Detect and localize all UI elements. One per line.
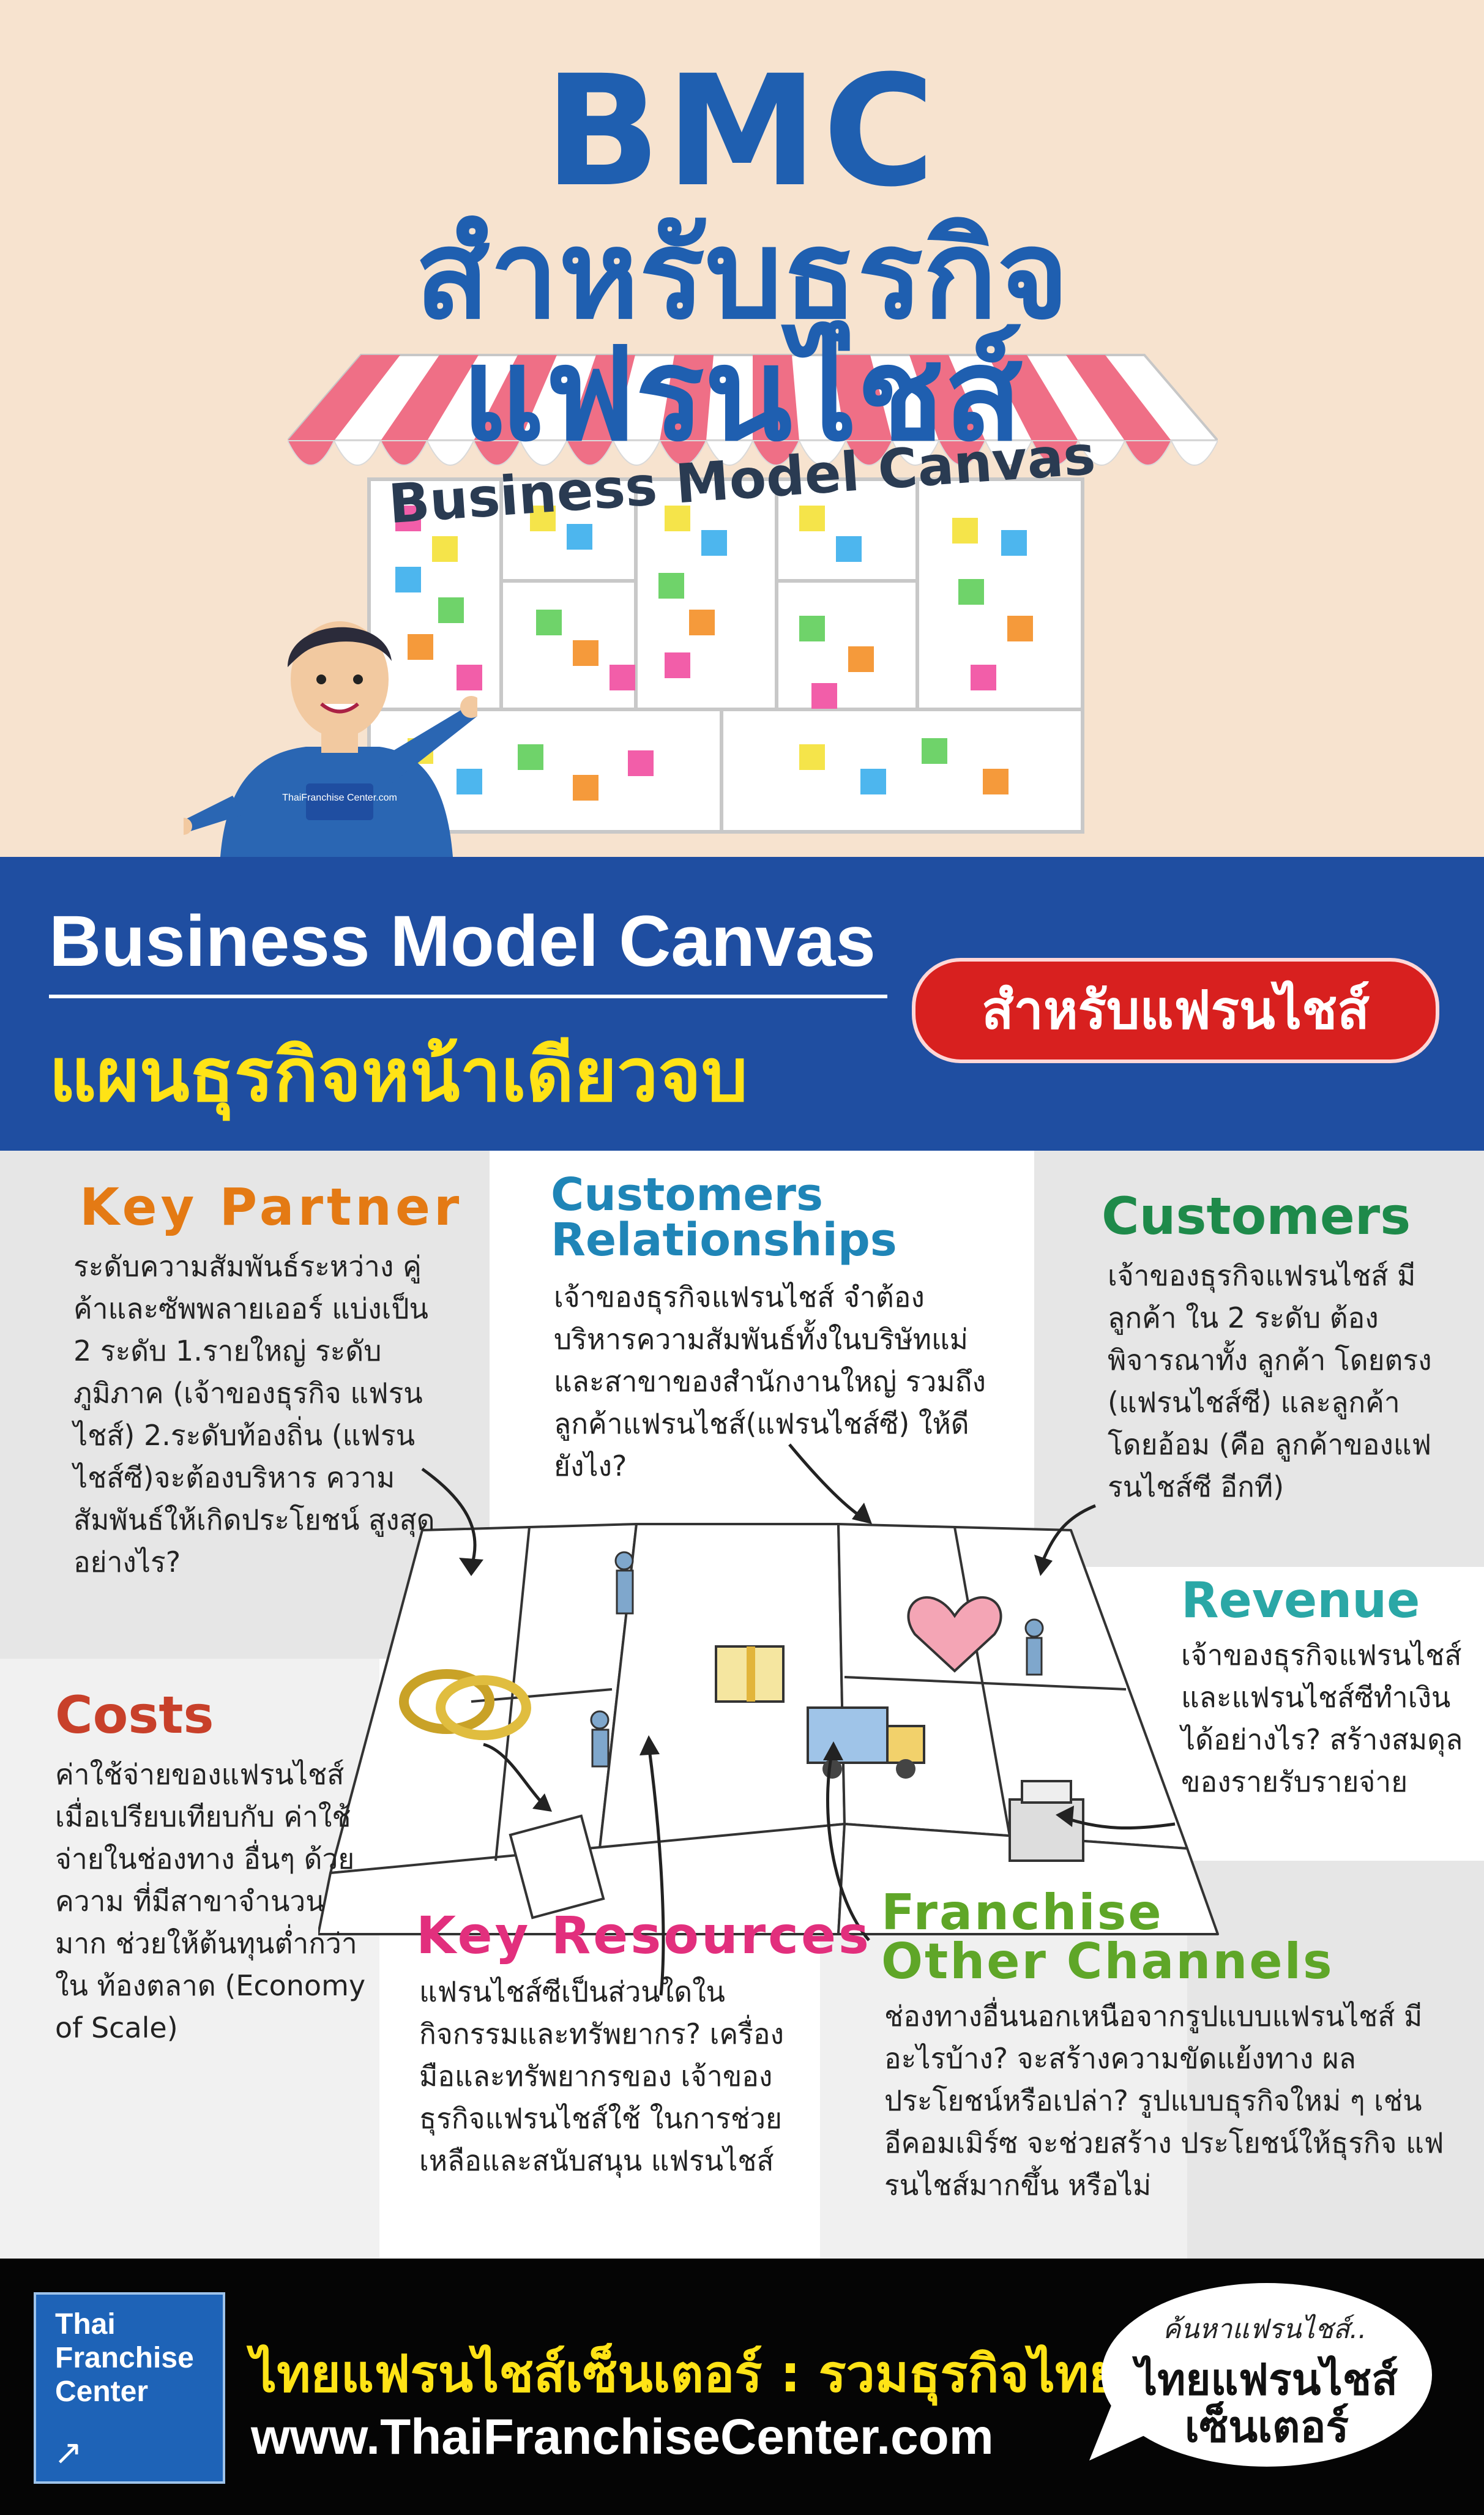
sticky-note — [628, 750, 654, 776]
costs-title: Costs — [55, 1685, 214, 1745]
franchise-channels-text: ช่องทางอื่นนอกเหนือจากรูปแบบแฟรนไชส์ มีอ… — [884, 2000, 1444, 2202]
presenter-illustration: ThaiFranchise Center.com — [184, 621, 477, 857]
sticky-note — [610, 665, 635, 690]
customers-relationships-title: Customers Relationships — [551, 1172, 897, 1263]
key-partner-text: ระดับความสัมพันธ์ระหว่าง คู่ค้าและซัพพลา… — [73, 1250, 435, 1579]
sticky-note — [432, 536, 458, 562]
sticky-note — [408, 634, 433, 660]
rings-icon — [399, 1669, 531, 1740]
sticky-note — [860, 769, 886, 794]
key-partner-panel — [0, 1151, 490, 1659]
sticky-note — [395, 506, 421, 531]
connector-arrows — [421, 1443, 1176, 1996]
delivery-truck-icon — [807, 1706, 925, 1779]
franchise-channels-title: Franchise Other Channels — [881, 1888, 1334, 1986]
heart-icon — [907, 1596, 1002, 1673]
franchise-channels-title-line1: Franchise — [881, 1884, 1163, 1941]
shirt-logo: ThaiFranchise Center.com — [282, 793, 397, 803]
bubble-brand-line1: ไทยแฟรนไชส์ — [1136, 2355, 1398, 2405]
sticky-note — [701, 530, 727, 556]
sticky-note — [573, 640, 598, 666]
thai-franchise-center-logo[interactable] — [34, 2292, 225, 2484]
sticky-note — [799, 616, 825, 641]
key-partner-title: Key Partner — [80, 1177, 463, 1237]
customers-relationships-title-line1: Customers — [551, 1168, 824, 1221]
canvas-sketch-illustration — [318, 1523, 1219, 1935]
sticky-note — [395, 567, 421, 592]
sticky-note — [958, 579, 984, 605]
logo-text-line3: Center — [55, 2375, 149, 2408]
sticky-note — [567, 524, 592, 550]
sticky-note — [799, 744, 825, 770]
franchise-pill-badge: สำหรับแฟรนไชส์ — [912, 958, 1439, 1063]
bubble-brand-text: ไทยแฟรนไชส์ เซ็นเตอร์ — [1132, 2356, 1401, 2451]
key-resources-text: แฟรนไชส์ซีเป็นส่วนใดใน กิจกรรมและทรัพยาก… — [419, 1975, 784, 2177]
customers-text: เจ้าของธุรกิจแฟรนไชส์ มีลูกค้า ใน 2 ระดั… — [1108, 1259, 1432, 1503]
hero-title-thai-2: แฟรนไชส์ — [461, 320, 1023, 469]
gift-box-icon — [715, 1645, 785, 1703]
sticky-note — [836, 536, 862, 562]
revenue-text: เจ้าของธุรกิจแฟรนไชส์ และแฟรนไชส์ซีทำเงิ… — [1181, 1639, 1463, 1798]
customers-title: Customers — [1102, 1186, 1411, 1246]
sticky-note — [811, 683, 837, 709]
footer-website-link[interactable]: www.ThaiFranchiseCenter.com — [251, 2409, 994, 2465]
sticky-note — [518, 744, 543, 770]
sticky-note — [457, 665, 482, 690]
sticky-note — [530, 506, 556, 531]
sticky-note — [665, 506, 690, 531]
sticky-note — [848, 646, 874, 672]
bubble-search-text: ค้นหาแฟรนไชส์.. — [1163, 2314, 1367, 2345]
logo-text: Thai Franchise Center — [55, 2308, 194, 2409]
banner-divider — [49, 995, 887, 998]
costs-text: ค่าใช้จ่ายของแฟรนไชส์ เมื่อเปรียบเทียบกั… — [55, 1758, 366, 2044]
sticky-note — [922, 738, 947, 764]
sticky-note — [1007, 616, 1033, 641]
customers-panel — [1034, 1151, 1484, 1567]
customers-relationships-text: เจ้าของธุรกิจแฟรนไชส์ จำต้อง บริหารความส… — [554, 1280, 986, 1482]
sticky-note — [536, 610, 562, 635]
footer-tagline: ไทยแฟรนไชส์เซ็นเตอร์ : รวมธุรกิจไทย — [251, 2344, 1119, 2404]
sticky-note — [983, 769, 1009, 794]
franchise-channels-title-line2: Other Channels — [881, 1933, 1334, 1990]
costs-panel — [0, 1659, 379, 2259]
logo-text-line1: Thai — [55, 2308, 116, 2341]
sticky-note — [658, 573, 684, 599]
sticky-note — [952, 518, 978, 544]
banner-title-english: Business Model Canvas — [49, 901, 876, 982]
hero-title-thai-1: สำหรับธุรกิจ — [415, 204, 1069, 346]
revenue-title: Revenue — [1181, 1572, 1420, 1629]
sticky-note — [1001, 530, 1027, 556]
sticky-note — [799, 506, 825, 531]
key-resources-title: Key Resources — [416, 1905, 871, 1965]
bubble-brand-line2: เซ็นเตอร์ — [1184, 2402, 1349, 2452]
customers-relationships-title-line2: Relationships — [551, 1214, 897, 1266]
sticky-note — [438, 597, 464, 623]
sticky-note — [457, 769, 482, 794]
hero-title-bmc: BMC — [544, 42, 940, 220]
business-model-board — [367, 477, 1084, 834]
arrow-up-right-icon: ↗ — [54, 2433, 83, 2473]
sticky-note — [573, 775, 598, 801]
document-icon — [509, 1814, 605, 1919]
hero-title: BMC สำหรับธุรกิจ แฟรนไชส์ Business Model… — [0, 42, 1484, 536]
sticky-note — [689, 610, 715, 635]
worker-figures-icon — [590, 1551, 1044, 1768]
logo-text-line2: Franchise — [55, 2342, 194, 2375]
sticky-note — [665, 652, 690, 678]
sticky-note — [971, 665, 996, 690]
banner-title-thai: แผนธุรกิจหน้าเดียวจบ — [49, 1033, 748, 1118]
speech-bubble — [1089, 2283, 1432, 2467]
shop-awning — [288, 354, 1218, 466]
